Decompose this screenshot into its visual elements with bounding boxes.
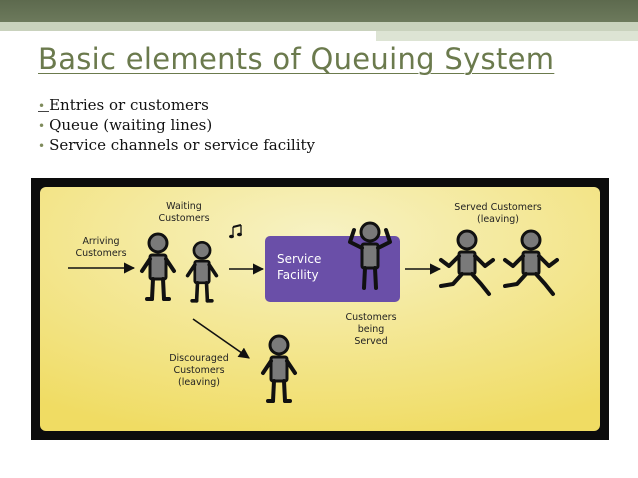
discouraged-label-line1: Discouraged xyxy=(169,353,229,364)
arriving-label-line2: Customers xyxy=(75,248,126,259)
bullet-dot-icon: • xyxy=(38,139,46,153)
served-customer-figure xyxy=(348,221,392,290)
bullet-item: •Queue (waiting lines) xyxy=(38,116,213,134)
waiting-label-line1: Waiting xyxy=(166,201,202,212)
music-note-icon xyxy=(229,224,242,239)
text-cursor-mark xyxy=(38,111,49,112)
waiting-label-line2: Customers xyxy=(158,213,209,224)
being-served-label-line2: being xyxy=(358,324,385,335)
top-right-accent-band xyxy=(376,31,638,41)
top-decorative-bar xyxy=(0,0,638,26)
served-label-line2: (leaving) xyxy=(477,214,519,225)
discouraged-arrow xyxy=(192,318,250,359)
slide-title: Basic elements of Queuing System xyxy=(38,42,555,76)
queuing-diagram: Arriving Customers Waiting Customers Ser… xyxy=(31,178,609,440)
service-facility-label-line2: Facility xyxy=(277,268,319,282)
served-label-line1: Served Customers xyxy=(454,202,541,213)
arriving-label-line1: Arriving xyxy=(82,236,119,247)
bullet-item: •Entries or customers xyxy=(38,96,209,114)
bullet-dot-icon: • xyxy=(38,99,46,113)
being-served-label-line3: Served xyxy=(354,336,387,347)
top-accent-band xyxy=(0,22,638,31)
bullet-item: •Service channels or service facility xyxy=(38,136,316,154)
discouraged-label-line2: Customers xyxy=(173,365,224,376)
bullet-dot-icon: • xyxy=(38,119,46,133)
service-facility-label-line1: Service xyxy=(277,252,321,266)
being-served-label-line1: Customers xyxy=(345,312,396,323)
discouraged-label-line3: (leaving) xyxy=(178,377,220,388)
bullet-list: •Entries or customers •Queue (waiting li… xyxy=(38,96,315,156)
diagram-background xyxy=(40,187,600,431)
